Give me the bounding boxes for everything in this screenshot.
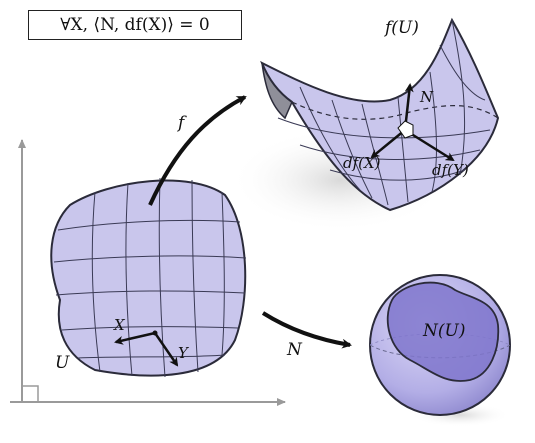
gauss-image-region	[386, 281, 500, 382]
orthogonality-formula: ∀X, ⟨N, df(X)⟩ = 0	[28, 10, 242, 40]
vector-y-arrow	[153, 332, 179, 367]
map-n-label: N	[286, 340, 303, 360]
map-n-arrow	[261, 311, 352, 349]
normal-label: N	[419, 88, 434, 106]
vector-x-label: X	[113, 316, 126, 334]
coordinate-axes	[10, 139, 286, 406]
domain-label: U	[55, 353, 70, 373]
vector-x-arrow	[114, 331, 156, 345]
map-f-arrow	[148, 95, 247, 206]
right-angle-marker	[22, 385, 39, 402]
vector-y-label: Y	[178, 344, 190, 362]
surface-grid	[277, 19, 491, 206]
gauss-sphere	[369, 274, 511, 416]
domain-grid	[53, 177, 247, 378]
right-angle-box	[397, 120, 414, 139]
gauss-image-label: N(U)	[422, 321, 465, 341]
df-x-arrow	[370, 129, 406, 159]
df-x-label: df(X)	[343, 154, 381, 172]
saddle-surface	[260, 17, 500, 212]
domain-patch	[50, 177, 247, 378]
df-y-label: df(Y)	[432, 161, 469, 179]
image-label: f(U)	[383, 18, 419, 38]
map-f-label: f	[176, 113, 187, 133]
